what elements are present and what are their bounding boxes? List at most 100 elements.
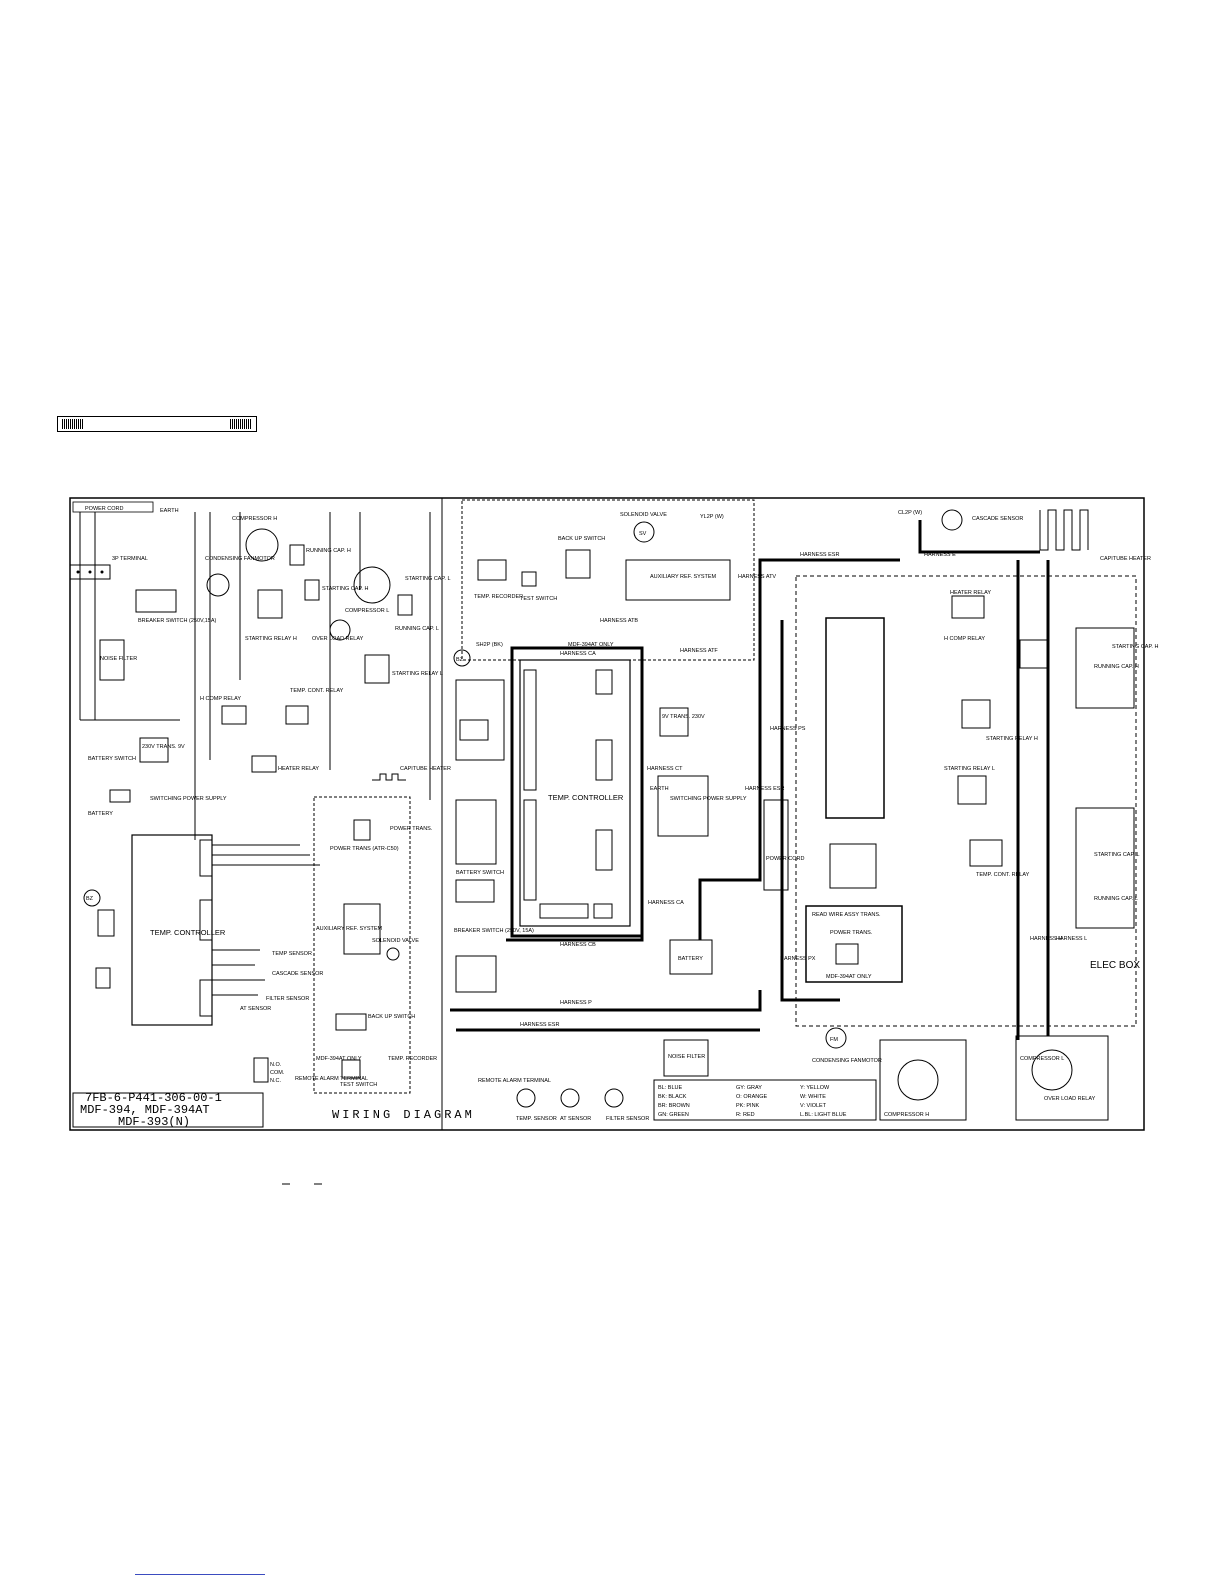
- harness-atv-label: HARNESS ATV: [738, 574, 776, 580]
- barcode-bars-right: [230, 419, 252, 429]
- running-cap-l-label: RUNNING CAP. L: [395, 626, 439, 632]
- harness-atb-label: HARNESS ATB: [600, 618, 638, 624]
- harness-ca-label-top: HARNESS CA: [560, 651, 596, 657]
- starting-cap-l-label-right: STARTING CAP. L: [1094, 852, 1140, 858]
- switching-ps-label-right: SWITCHING POWER SUPPLY: [670, 796, 747, 802]
- harness-ct-label: HARNESS CT: [647, 766, 683, 772]
- fm-label: FM: [830, 1037, 838, 1043]
- battery-switch-label-right: BATTERY SWITCH: [456, 870, 504, 876]
- harness-atf-label: HARNESS ATF: [680, 648, 718, 654]
- starting-relay-h-label: STARTING RELAY H: [245, 636, 297, 642]
- harness-esr-label-bottom: HARNESS ESR: [520, 1022, 559, 1028]
- heater-relay-label: HEATER RELAY: [278, 766, 319, 772]
- harness-esr-label-top: HARNESS ESR: [800, 552, 839, 558]
- backup-switch-label: BACK UP SWITCH: [558, 536, 605, 542]
- harness-ps-label: HARNESS PS: [770, 726, 806, 732]
- cl2p-label: CL2P (W): [898, 510, 922, 516]
- starting-cap-h-label-right: STARTING CAP. H: [1112, 644, 1158, 650]
- harness-ca-label: HARNESS CA: [648, 900, 684, 906]
- diagram-title: WIRING DIAGRAM: [332, 1108, 475, 1122]
- battery-label: BATTERY: [88, 811, 113, 817]
- test-switch-label-left: TEST SWITCH: [340, 1082, 377, 1088]
- models-line2: MDF-393(N): [118, 1115, 190, 1129]
- terminal-label: 3P TERMINAL: [112, 556, 148, 562]
- starting-relay-h-label-right: STARTING RELAY H: [986, 736, 1038, 742]
- compressor-h-label-right: COMPRESSOR H: [884, 1112, 929, 1118]
- temp-cont-relay-label-right: TEMP. CONT. RELAY: [976, 872, 1030, 878]
- barcode-bars-left: [62, 419, 84, 429]
- footer-link-underline[interactable]: [135, 1574, 265, 1575]
- sh2p-bk-label: SH2P (BK): [476, 642, 503, 648]
- aux-ref-label-left: AUXILIARY REF. SYSTEM: [316, 926, 383, 932]
- backup-switch-label-left: BACK UP SWITCH: [368, 1014, 415, 1020]
- capitube-heater-label: CAPITUBE HEATER: [400, 766, 451, 772]
- filter-sensor-label-left: FILTER SENSOR: [266, 996, 309, 1002]
- harness-cb-label: HARNESS CB: [560, 942, 596, 948]
- condensing-fanmotor-label: CONDENSING FANMOTOR: [205, 556, 275, 562]
- left-section: POWER CORD EARTH 3P TERMINAL NOISE FILTE…: [69, 501, 475, 1129]
- starting-cap-l-label: STARTING CAP. L: [405, 576, 451, 582]
- bz-label-left: BZ: [86, 896, 94, 902]
- compressor-h-label: COMPRESSOR H: [232, 516, 277, 522]
- harness-l-label: HARNESS L: [1056, 936, 1087, 942]
- running-cap-l-label-right: RUNNING CAP. L: [1094, 896, 1138, 902]
- legend: BL: BLUE GY: GRAY Y: YELLOW BK: BLACK O:…: [658, 1085, 847, 1118]
- legend-br: BR: BROWN: [658, 1103, 690, 1109]
- temp-controller-label: TEMP. CONTROLLER: [150, 928, 226, 937]
- heater-relay-label-right: HEATER RELAY: [950, 590, 991, 596]
- h-comp-relay-label-right: H COMP RELAY: [944, 636, 985, 642]
- switching-power-supply-label: SWITCHING POWER SUPPLY: [150, 796, 227, 802]
- condensing-fanmotor-label-right: CONDENSING FANMOTOR: [812, 1058, 882, 1064]
- temp-controller-label-right: TEMP. CONTROLLER: [548, 793, 624, 802]
- yl2p-label: YL2P (W): [700, 514, 724, 520]
- read-wire-assy-label: READ WIRE ASSY TRANS.: [812, 912, 881, 918]
- legend-y: Y: YELLOW: [800, 1085, 830, 1091]
- running-cap-h-label-right: RUNNING CAP. H: [1094, 664, 1139, 670]
- com-label-left: COM.: [270, 1070, 285, 1076]
- mdf-394at-only-right: MDF-394AT ONLY: [826, 974, 872, 980]
- starting-relay-l-label-right: STARTING RELAY L: [944, 766, 995, 772]
- power-trans-model-label: POWER TRANS (ATR-C50): [330, 846, 399, 852]
- temp-recorder-label-left: TEMP. RECORDER: [388, 1056, 437, 1062]
- remote-alarm-label-right: REMOTE ALARM TERMINAL: [478, 1078, 551, 1084]
- starting-cap-h-label: STARTING CAP. H: [322, 586, 368, 592]
- legend-pk: PK: PINK: [736, 1103, 760, 1109]
- legend-gn: GN: GREEN: [658, 1112, 689, 1118]
- battery-switch-label: BATTERY SWITCH: [88, 756, 136, 762]
- starting-relay-l-label: STARTING RELAY L: [392, 671, 443, 677]
- compressor-l-label-right: COMPRESSOR L: [1020, 1056, 1064, 1062]
- test-switch-label: TEST SWITCH: [520, 596, 557, 602]
- temp-recorder-label: TEMP. RECORDER: [474, 594, 523, 600]
- capitube-heater-label-right: CAPITUBE HEATER: [1100, 556, 1151, 562]
- harness-px-label: HARNESS PX: [780, 956, 816, 962]
- earth-label-right-1: EARTH: [650, 786, 669, 792]
- elec-box-label: ELEC BOX: [1090, 960, 1140, 971]
- overload-relay-label: OVER LOAD RELAY: [312, 636, 364, 642]
- power-cord-label: POWER CORD: [85, 506, 124, 512]
- cascade-sensor-label-left: CASCADE SENSOR: [272, 971, 323, 977]
- running-cap-h-label: RUNNING CAP. H: [306, 548, 351, 554]
- overload-relay-label-right: OVER LOAD RELAY: [1044, 1096, 1096, 1102]
- legend-gy: GY: GRAY: [736, 1085, 762, 1091]
- cascade-sensor-label: CASCADE SENSOR: [972, 516, 1023, 522]
- temp-cont-relay-label: TEMP. CONT. RELAY: [290, 688, 344, 694]
- legend-o: O: ORANGE: [736, 1094, 768, 1100]
- legend-bk: BK: BLACK: [658, 1094, 687, 1100]
- earth-label-top: EARTH: [160, 508, 179, 514]
- breaker-switch-label-right: BREAKER SWITCH (250V, 15A): [454, 928, 534, 934]
- barcode: [57, 416, 257, 432]
- right-section: TEMP. RECORDER TEST SWITCH BACK UP SWITC…: [450, 499, 1158, 1122]
- breaker-switch-label: BREAKER SWITCH (250V,15A): [138, 618, 217, 624]
- harness-h-label: HARNESS H: [1030, 936, 1062, 942]
- drawing-number: 7FB-6-P441-306-00-1: [85, 1091, 222, 1105]
- temp-sensor-label-right: TEMP. SENSOR: [516, 1116, 557, 1122]
- legend-r: R: RED: [736, 1112, 755, 1118]
- legend-bl: BL: BLUE: [658, 1085, 682, 1091]
- noise-filter-label: NOISE FILTER: [100, 656, 137, 662]
- diagram-frame: [69, 497, 1145, 1131]
- bz-label-right: BZ: [456, 657, 464, 663]
- harness-p-label: HARNESS P: [560, 1000, 592, 1006]
- mdf-394at-only-left: MDF-394AT ONLY: [316, 1056, 362, 1062]
- at-sensor-label-left: AT SENSOR: [240, 1006, 271, 1012]
